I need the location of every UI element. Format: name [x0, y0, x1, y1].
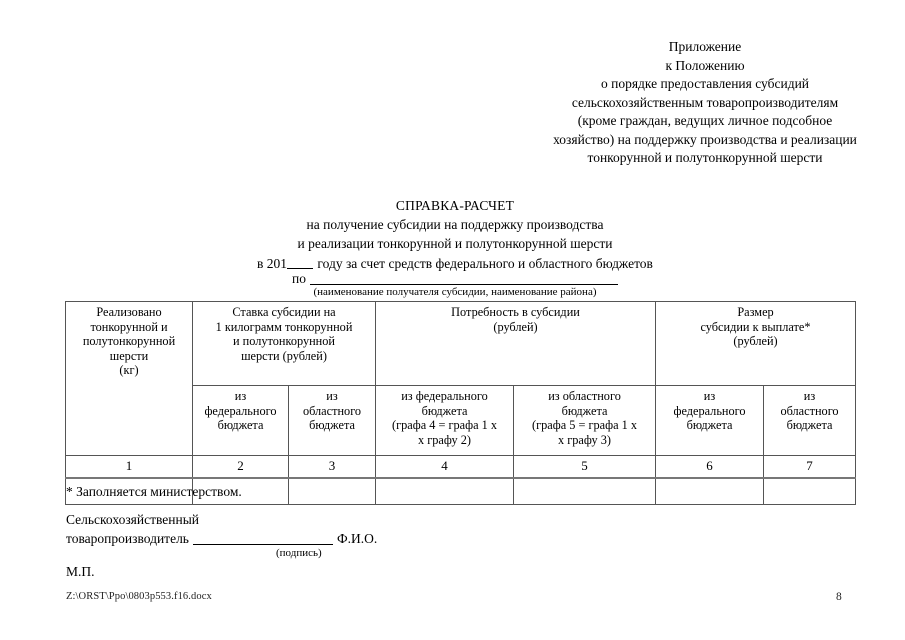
calculation-table-wrap: Реализовано тонкорунной и полутонкорунно…: [65, 301, 857, 505]
col-number-7: 7: [763, 455, 857, 479]
document-title-block: СПРАВКА-РАСЧЕТ на получение субсидии на …: [60, 196, 850, 273]
cell-payable-regional[interactable]: [763, 477, 857, 505]
col-number-5: 5: [513, 455, 657, 479]
th-group-subsidy-need: Потребность в субсидии (рублей): [375, 301, 657, 386]
file-path-footer: Z:\ORST\Ppo\0803p553.f16.docx: [66, 591, 212, 602]
appendix-line-4: сельскохозяйственным товаропроизводителя…: [571, 94, 839, 110]
th-sub-1-line-3: бюджета: [217, 418, 264, 432]
th-sold-line-5: (кг): [119, 363, 139, 377]
cell-payable-federal[interactable]: [655, 477, 765, 505]
table-sub-header-row: из федерального бюджета из областного бю…: [66, 385, 857, 456]
th-sold-line-3: полутонкорунной: [82, 334, 176, 348]
recipient-line-inner: по: [292, 270, 618, 287]
th-sub-1-line-2: федерального: [204, 403, 277, 418]
producer-label-line-2: товаропроизводитель: [66, 530, 189, 546]
stamp-label: М.П.: [66, 564, 95, 579]
th-rate-line-4: шерсти (рублей): [241, 348, 327, 363]
th-sub-4-line-2: бюджета: [561, 403, 608, 418]
th-sub-5-line-1: из: [703, 389, 716, 403]
th-sold-line-4: шерсти: [109, 348, 149, 363]
th-sub-3-line-3: (графа 4 = графа 1 х: [392, 418, 498, 432]
appendix-line-5: (кроме граждан, ведущих личное подсобное: [577, 113, 833, 128]
th-sub-need-federal: из федерального бюджета (графа 4 = графа…: [375, 385, 515, 456]
th-sub-3-line-1: из федерального: [401, 389, 488, 403]
th-group-sold-wool: Реализовано тонкорунной и полутонкорунно…: [65, 301, 193, 456]
th-sub-3-line-2: бюджета: [421, 403, 468, 418]
th-sub-2-line-3: бюджета: [309, 418, 355, 432]
th-payable-line-3: (рублей): [733, 334, 778, 348]
col-number-1: 1: [65, 455, 193, 479]
th-sub-5-line-2: федерального: [673, 403, 746, 418]
th-rate-line-2: 1 килограмм тонкорунной: [215, 319, 353, 334]
th-sub-6-line-3: бюджета: [786, 418, 833, 432]
recipient-caption: (наименование получателя субсидии, наиме…: [313, 286, 597, 298]
title-subline-1: на получение субсидии на поддержку произ…: [306, 217, 604, 232]
th-sub-payable-federal: из федерального бюджета: [655, 385, 765, 456]
th-sub-2-line-1: из: [326, 389, 338, 403]
appendix-line-1: Приложение: [668, 39, 742, 54]
year-blank-field[interactable]: [287, 256, 314, 269]
page-number: 8: [836, 591, 842, 603]
th-group-subsidy-payable: Размер субсидии к выплате* (рублей): [655, 301, 857, 386]
th-rate-line-3: и полутонкорунной: [233, 334, 335, 348]
signature-caption: (подпись): [276, 547, 322, 559]
appendix-line-3: о порядке предоставления субсидий: [600, 76, 810, 91]
th-sub-rate-federal: из федерального бюджета: [192, 385, 289, 456]
th-sub-1-line-1: из: [234, 389, 247, 403]
th-rate-line-1: Ставка субсидии на: [232, 305, 336, 319]
th-sub-4-line-1: из областного: [548, 389, 621, 403]
th-need-line-1: Потребность в субсидии: [451, 305, 580, 319]
table-group-header-row: Реализовано тонкорунной и полутонкорунно…: [65, 301, 857, 456]
producer-label-line-1: Сельскохозяйственный: [66, 512, 200, 527]
th-need-line-2: (рублей): [493, 319, 538, 334]
th-sub-need-regional: из областного бюджета (графа 5 = графа 1…: [513, 385, 657, 456]
th-sub-5-line-3: бюджета: [686, 418, 733, 432]
th-sub-3-line-4: х графу 2): [418, 432, 472, 447]
appendix-line-7: тонкорунной и полутонкорунной шерсти: [587, 150, 823, 165]
th-sub-rate-regional: из областного бюджета: [287, 385, 377, 456]
th-payable-line-1: Размер: [737, 305, 774, 319]
col-number-3: 3: [287, 455, 377, 479]
producer-block: Сельскохозяйственный товаропроизводитель…: [66, 511, 377, 548]
table-column-number-row: 1 2 3 4 5 6 7: [65, 455, 857, 479]
th-sold-line-2: тонкорунной и: [90, 319, 168, 334]
th-payable-line-2: субсидии к выплате*: [700, 319, 811, 334]
producer-fio-label: Ф.И.О.: [336, 530, 378, 546]
recipient-label: по: [292, 271, 306, 286]
year-suffix: году за счет средств федерального и обла…: [317, 256, 653, 271]
footnote-ministry: * Заполняется министерством.: [66, 484, 242, 499]
th-sub-2-line-2: областного: [302, 403, 362, 418]
recipient-blank-field[interactable]: [309, 272, 618, 285]
th-sub-6-line-2: областного: [780, 403, 839, 418]
th-group-subsidy-rate: Ставка субсидии на 1 килограмм тонкорунн…: [191, 301, 377, 386]
calculation-table: Реализовано тонкорунной и полутонкорунно…: [65, 301, 857, 505]
th-sub-payable-regional: из областного бюджета: [763, 385, 857, 456]
appendix-block: Приложение к Положению о порядке предост…: [520, 38, 890, 168]
signature-blank-field[interactable]: [192, 532, 333, 545]
col-number-6: 6: [655, 455, 765, 479]
th-sub-4-line-4: х графу 3): [558, 432, 612, 447]
title-subline-2: и реализации тонкорунной и полутонкорунн…: [297, 236, 613, 251]
cell-rate-federal[interactable]: [192, 477, 289, 505]
title-year-line: в 201 году за счет средств федерального …: [60, 254, 850, 273]
th-sold-line-1: Реализовано: [96, 305, 162, 319]
appendix-line-6: хозяйство) на поддержку производства и р…: [553, 131, 857, 147]
page-title: СПРАВКА-РАСЧЕТ: [395, 198, 515, 213]
th-sub-6-line-1: из: [803, 389, 816, 403]
cell-need-federal[interactable]: [375, 477, 515, 505]
table-row: [65, 477, 857, 505]
producer-signature-line: товаропроизводитель Ф.И.О.: [66, 530, 377, 549]
year-prefix: в 201: [257, 256, 288, 271]
cell-rate-regional[interactable]: [287, 477, 377, 505]
cell-need-regional[interactable]: [513, 477, 657, 505]
th-sub-4-line-3: (графа 5 = графа 1 х: [532, 418, 638, 432]
col-number-2: 2: [192, 455, 289, 479]
recipient-line: по: [60, 270, 850, 287]
appendix-line-2: к Положению: [665, 57, 745, 73]
col-number-4: 4: [375, 455, 515, 479]
